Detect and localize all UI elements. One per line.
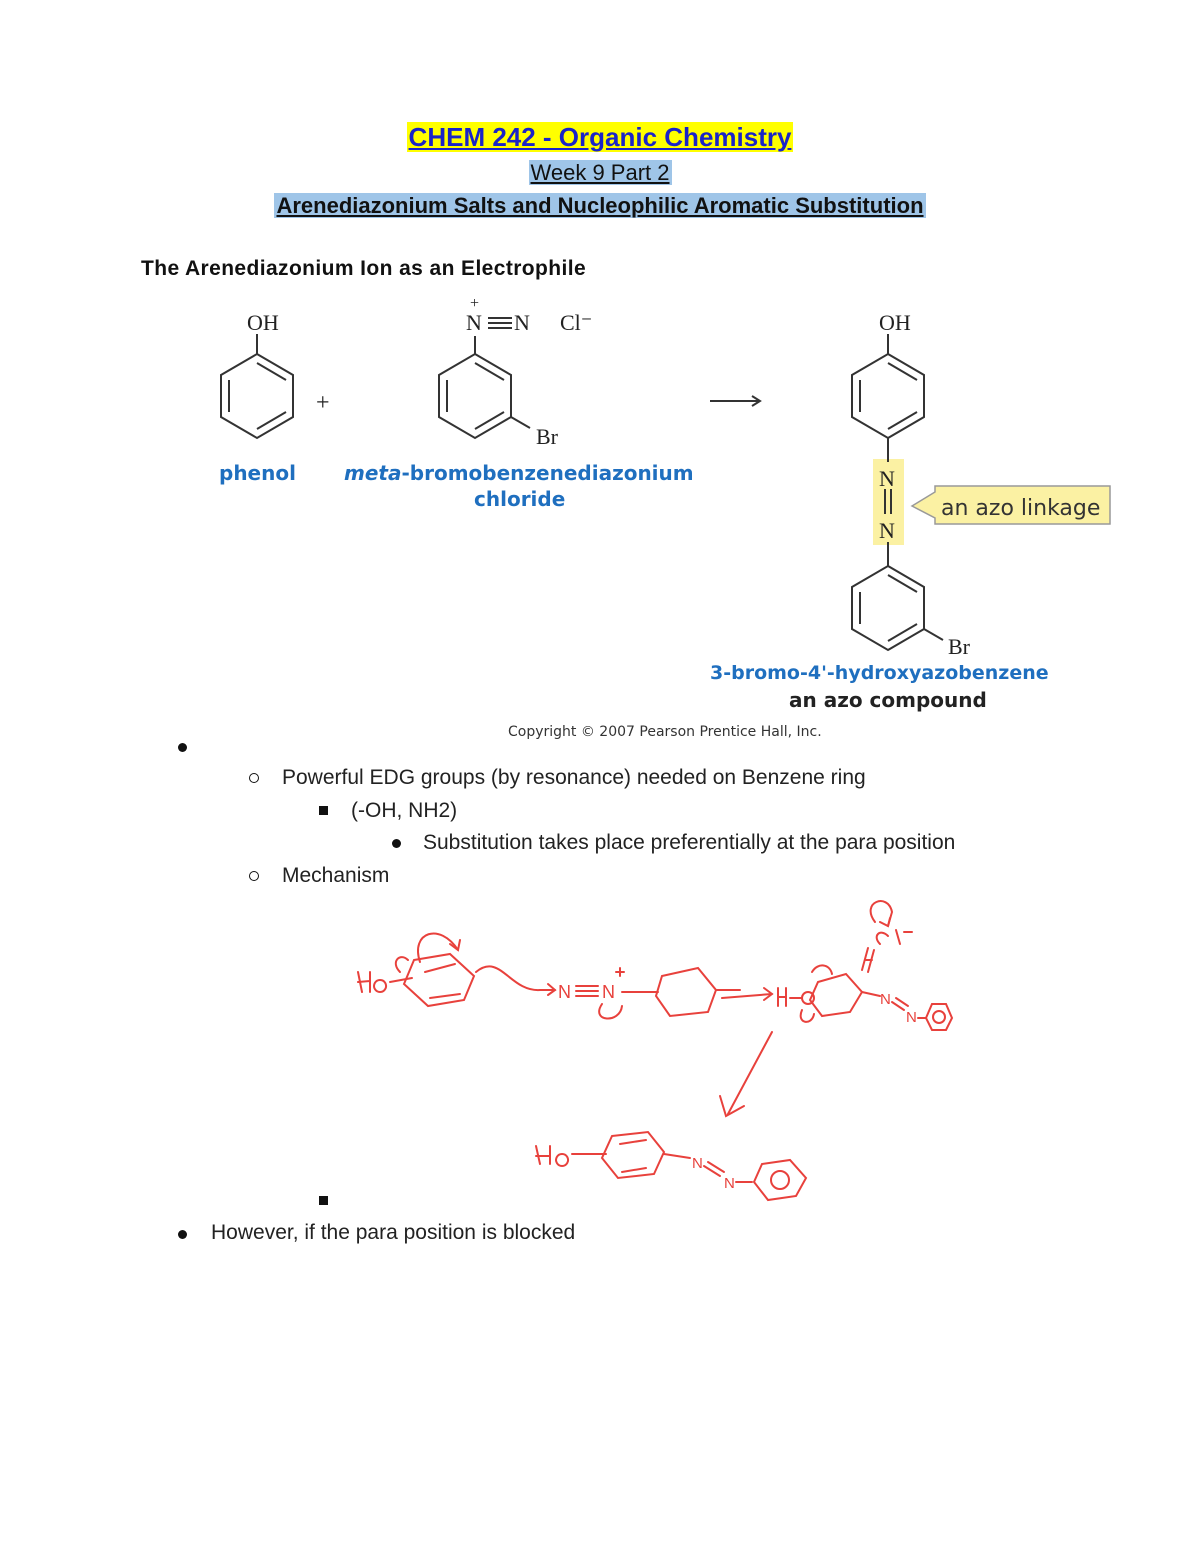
azo-coupling-figure: an azo linkage OH + + N N Cl⁻ Br OH N N … (219, 296, 1111, 712)
bullet-oh-nh2: (-OH, NH2) (351, 799, 458, 822)
svg-text:N: N (558, 982, 571, 1002)
bullet-dot (392, 839, 401, 848)
sketch-ring-1 (402, 952, 476, 1008)
mechanism-sketch: N N N N N N (357, 900, 954, 1202)
svg-text:N: N (724, 1175, 735, 1192)
svg-text:N: N (602, 982, 615, 1002)
diazonium-ring (438, 352, 512, 440)
phenol-name: phenol (219, 461, 296, 485)
week-subtitle: Week 9 Part 2 (528, 160, 672, 185)
n-atom-2: N (514, 310, 530, 335)
sketch-ring-5 (600, 1130, 666, 1180)
copyright-notice: Copyright © 2007 Pearson Prentice Hall, … (508, 724, 822, 740)
bullet-para: Substitution takes place preferentially … (423, 831, 956, 854)
product-bottom-ring (851, 564, 925, 652)
bullet-para-blocked: However, if the para position is blocked (211, 1221, 576, 1244)
phenol-oh-label: OH (247, 310, 279, 335)
bromo-label: Br (536, 424, 559, 449)
product-bromo-label: Br (948, 634, 971, 659)
product-class: an azo compound (789, 688, 987, 712)
document-title: CHEM 242 - Organic Chemistry (406, 122, 794, 152)
bullet-square (319, 1196, 328, 1205)
section-heading: The Arenediazonium Ion as an Electrophil… (141, 257, 587, 280)
svg-text:N: N (906, 1009, 917, 1026)
product-oh-label: OH (879, 310, 911, 335)
product-top-ring (851, 352, 925, 440)
bullet-dot (178, 743, 187, 752)
chloride-ion-label: Cl⁻ (560, 310, 592, 335)
sketch-ring-2 (654, 966, 718, 1018)
bullet-edg: Powerful EDG groups (by resonance) neede… (282, 766, 866, 789)
sketch-ring-6 (752, 1158, 808, 1202)
topic-subtitle: Arenediazonium Salts and Nucleophilic Ar… (274, 193, 926, 218)
callout-label: an azo linkage (941, 496, 1100, 521)
bullet-square (319, 806, 328, 815)
bullet-mechanism: Mechanism (282, 864, 390, 887)
n-plus-charge: + (470, 296, 479, 312)
sketch-ring-4 (924, 1003, 954, 1031)
bullet-dot (178, 1230, 187, 1239)
svg-text:N: N (880, 991, 891, 1008)
product-n1-label: N (879, 466, 895, 491)
product-name: 3-bromo-4'-hydroxyazobenzene (710, 662, 1049, 684)
sketch-ring-3 (808, 972, 864, 1018)
product-n2-label: N (879, 518, 895, 543)
meta-name: meta-bromobenzenediazonium (344, 461, 694, 485)
azo-linkage-callout: an azo linkage (910, 485, 1111, 525)
azo-highlight (873, 459, 904, 545)
phenol-ring (220, 352, 294, 440)
chloride-name: chloride (474, 487, 565, 511)
bullet-ring (249, 871, 259, 881)
svg-text:N: N (692, 1155, 703, 1172)
plus-sign: + (316, 390, 330, 416)
bullet-ring (249, 773, 259, 783)
n-atom-1: N (466, 310, 482, 335)
